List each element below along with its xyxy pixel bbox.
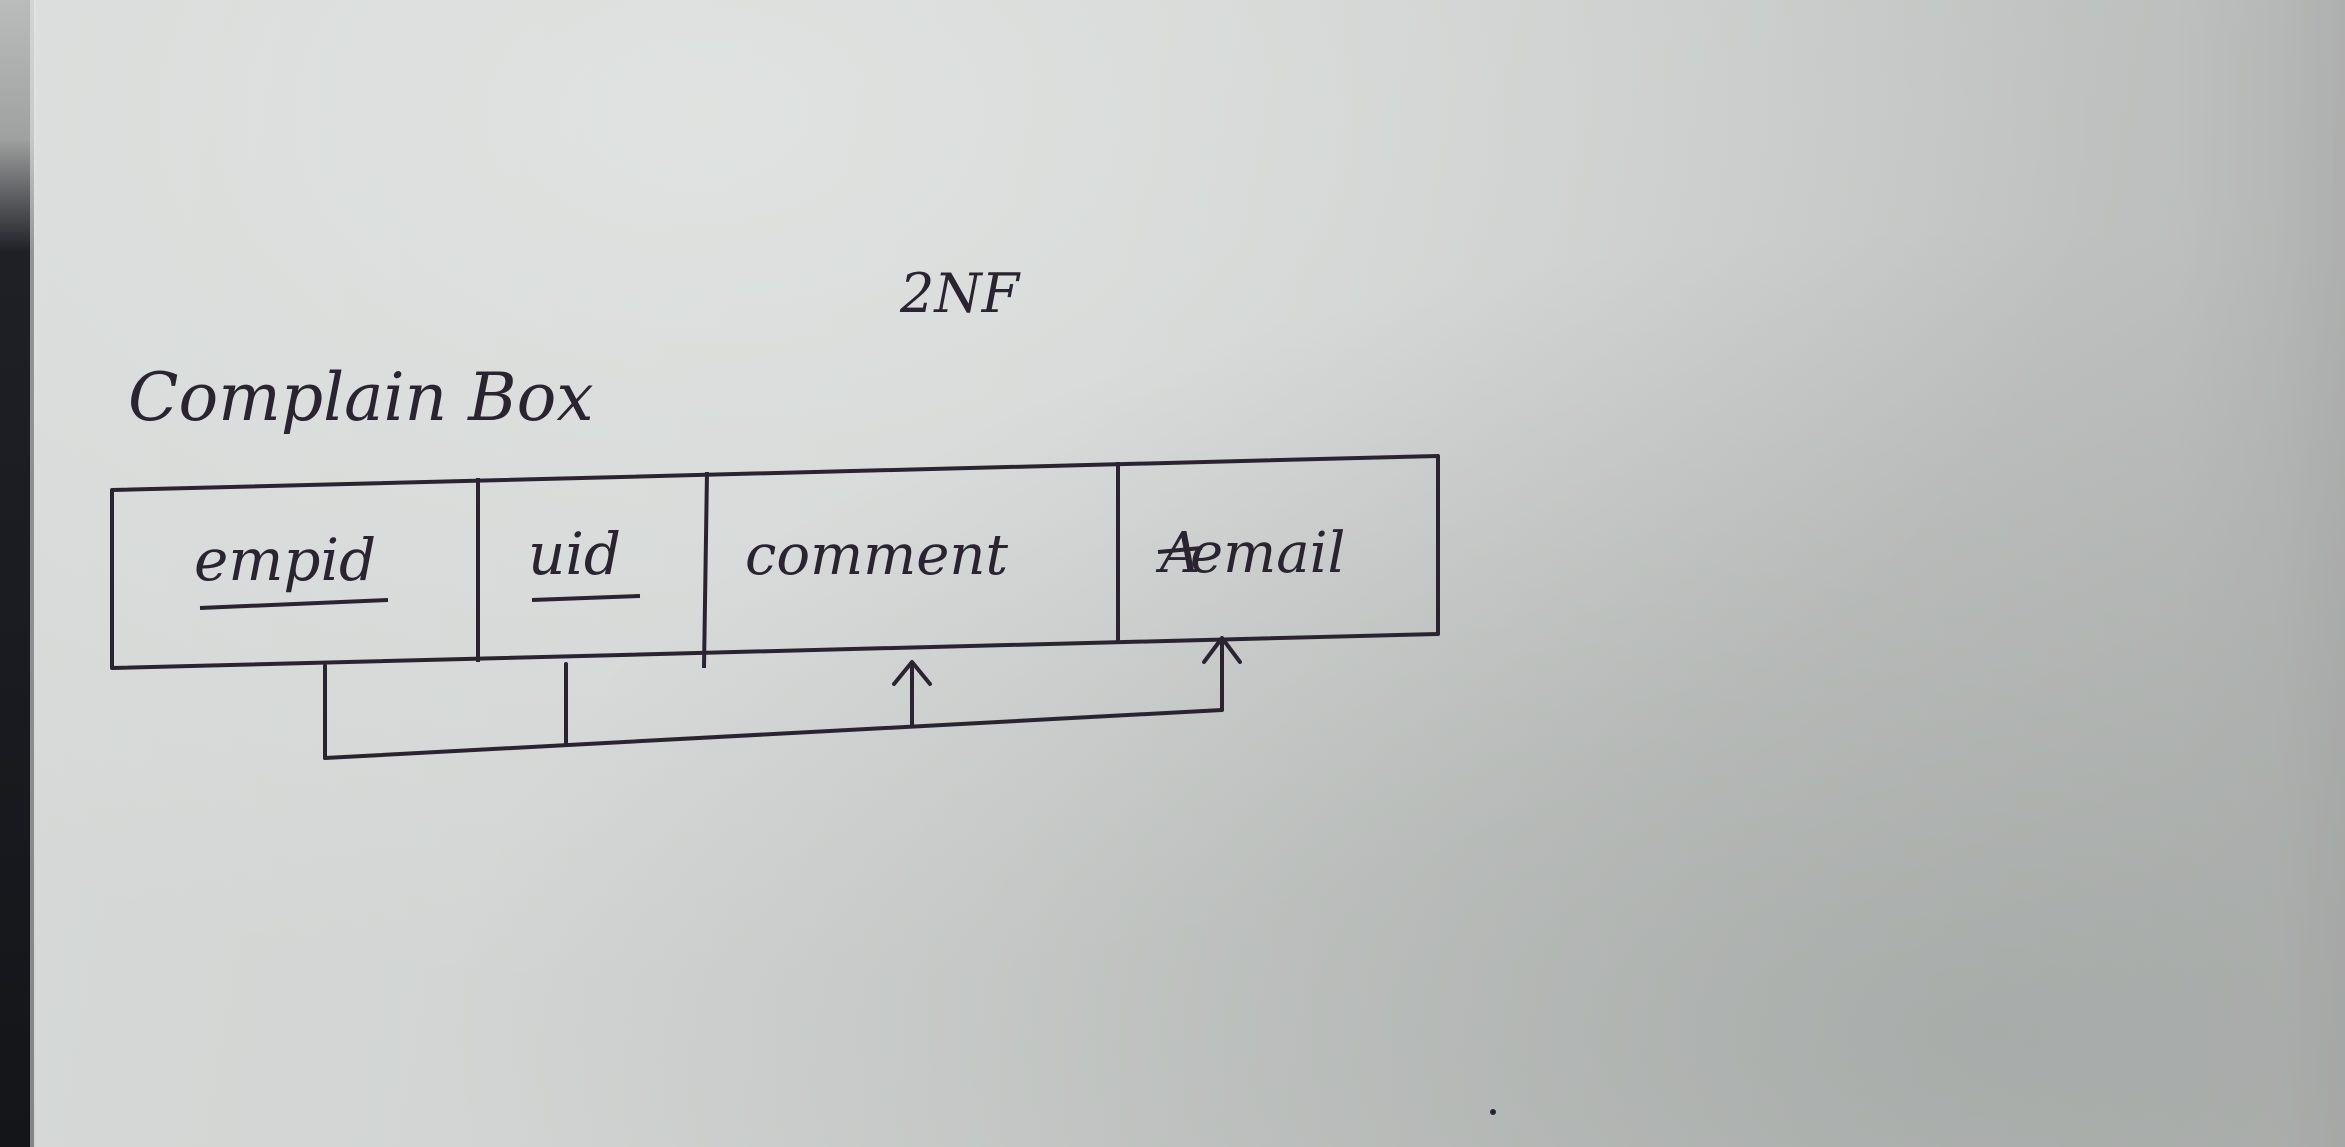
cell-divider-2	[702, 471, 709, 669]
page-shadow	[2175, 0, 2345, 1147]
diagram-title: 2NF	[899, 262, 1022, 325]
dependency-bracket	[323, 638, 1224, 760]
arrowhead-comment	[892, 660, 932, 686]
page-edge-highlight	[30, 0, 36, 1147]
struck-prefix: A	[1155, 521, 1203, 586]
dependency-arrows	[323, 636, 1242, 760]
desk-edge	[0, 0, 34, 1147]
relation-box	[110, 454, 1440, 670]
key-underline-uid	[531, 594, 641, 602]
attribute-empid: empid	[194, 526, 376, 594]
attribute-email: email	[1190, 521, 1345, 586]
key-underline-empid	[199, 598, 389, 610]
ink-dot	[1490, 1109, 1496, 1115]
relation-name: Complain Box	[128, 359, 594, 436]
attribute-uid: uid	[528, 520, 621, 588]
arrowhead-email	[1202, 636, 1242, 664]
attribute-comment: comment	[745, 523, 1008, 588]
